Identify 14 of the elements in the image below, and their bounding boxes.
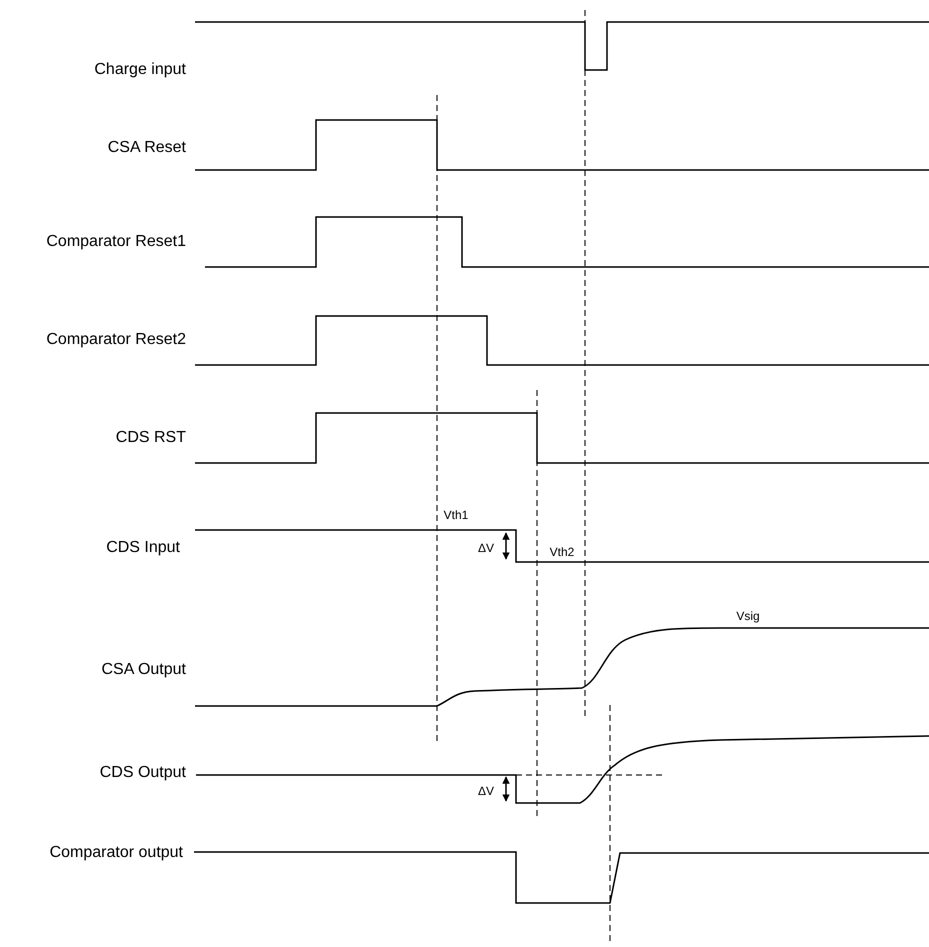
voltage-label: Vth1 — [444, 508, 468, 522]
signal-label: CDS Output — [100, 764, 186, 782]
voltage-label: Vsig — [736, 609, 760, 623]
voltage-label: Vth2 — [550, 545, 574, 559]
signal-label: Comparator Reset1 — [46, 233, 186, 251]
signal-label: CSA Output — [102, 661, 186, 679]
voltage-label: ΔV — [478, 541, 494, 555]
signal-label: CSA Reset — [108, 139, 186, 157]
signal-label: Comparator output — [50, 844, 183, 862]
signal-label: CDS Input — [106, 539, 180, 557]
signal-label: Comparator Reset2 — [46, 331, 186, 349]
signal-label: CDS RST — [116, 429, 186, 447]
signal-label: Charge input — [94, 61, 186, 79]
voltage-label: ΔV — [478, 784, 494, 798]
